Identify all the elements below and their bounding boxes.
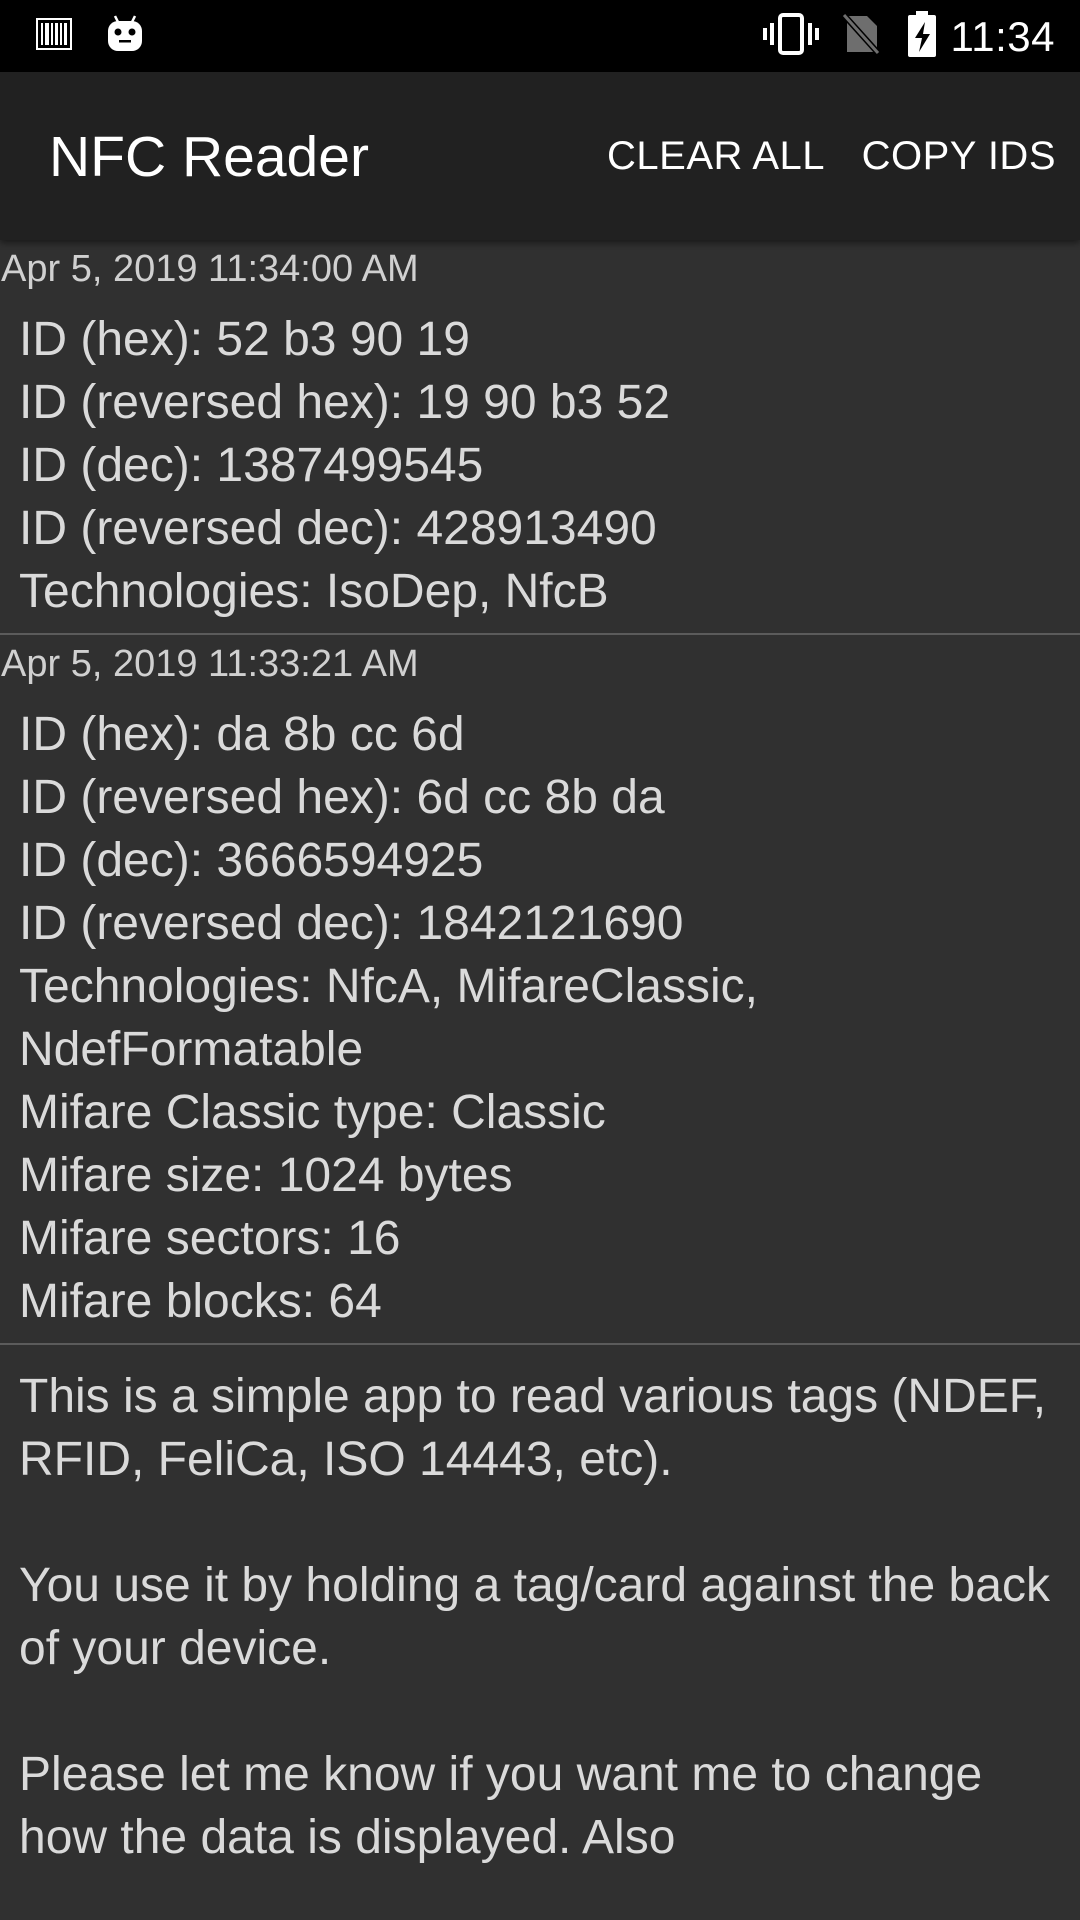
technologies-continued: NdefFormatable: [19, 1023, 364, 1076]
status-bar-system: 11:34: [762, 10, 1056, 63]
id-reversed-dec: ID (reversed dec): 1842121690: [19, 897, 684, 950]
id-dec: ID (dec): 1387499545: [19, 439, 484, 492]
id-reversed-hex: ID (reversed hex): 19 90 b3 52: [19, 376, 671, 429]
app-title: NFC Reader: [49, 125, 369, 189]
mifare-sectors: Mifare sectors: 16: [19, 1212, 401, 1265]
technologies: Technologies: NfcA, MifareClassic,: [19, 960, 758, 1013]
mifare-blocks: Mifare blocks: 64: [19, 1275, 382, 1328]
android-icon: [106, 14, 144, 59]
mifare-classic-type: Mifare Classic type: Classic: [19, 1086, 606, 1139]
scan-details: ID (hex): da 8b cc 6d ID (reversed hex):…: [0, 685, 1080, 1333]
scan-details: ID (hex): 52 b3 90 19 ID (reversed hex):…: [0, 290, 1080, 623]
vibrate-icon: [762, 11, 819, 62]
no-sim-icon: [840, 11, 881, 61]
divider: [0, 1343, 1080, 1345]
scan-list[interactable]: Apr 5, 2019 11:34:00 AM ID (hex): 52 b3 …: [0, 240, 1080, 1920]
id-reversed-hex: ID (reversed hex): 6d cc 8b da: [19, 771, 665, 824]
app-bar: NFC Reader CLEAR ALL COPY IDS: [0, 72, 1080, 240]
divider: [0, 633, 1080, 635]
status-bar-notifications: [36, 14, 144, 59]
clear-all-button[interactable]: CLEAR ALL: [607, 134, 825, 178]
barcode-icon: [36, 17, 72, 56]
list-item: Apr 5, 2019 11:33:21 AM ID (hex): da 8b …: [0, 643, 1080, 1345]
mifare-size: Mifare size: 1024 bytes: [19, 1149, 513, 1202]
status-bar: 11:34: [0, 0, 1080, 72]
id-dec: ID (dec): 3666594925: [19, 834, 484, 887]
about-paragraph: You use it by holding a tag/card against…: [19, 1559, 1050, 1675]
about-paragraph: This is a simple app to read various tag…: [19, 1370, 1047, 1486]
status-bar-time: 11:34: [950, 12, 1055, 60]
about-paragraph: Please let me know if you want me to cha…: [19, 1748, 983, 1864]
copy-ids-button[interactable]: COPY IDS: [861, 134, 1056, 178]
id-reversed-dec: ID (reversed dec): 428913490: [19, 502, 657, 555]
battery-charging-icon: [907, 10, 937, 63]
id-hex: ID (hex): da 8b cc 6d: [19, 708, 465, 761]
scan-timestamp: Apr 5, 2019 11:34:00 AM: [1, 248, 419, 290]
about-text: This is a simple app to read various tag…: [0, 1345, 1080, 1869]
id-hex: ID (hex): 52 b3 90 19: [19, 313, 470, 366]
list-item: Apr 5, 2019 11:34:00 AM ID (hex): 52 b3 …: [0, 248, 1080, 635]
scan-timestamp: Apr 5, 2019 11:33:21 AM: [1, 643, 419, 685]
technologies: Technologies: IsoDep, NfcB: [19, 565, 609, 618]
